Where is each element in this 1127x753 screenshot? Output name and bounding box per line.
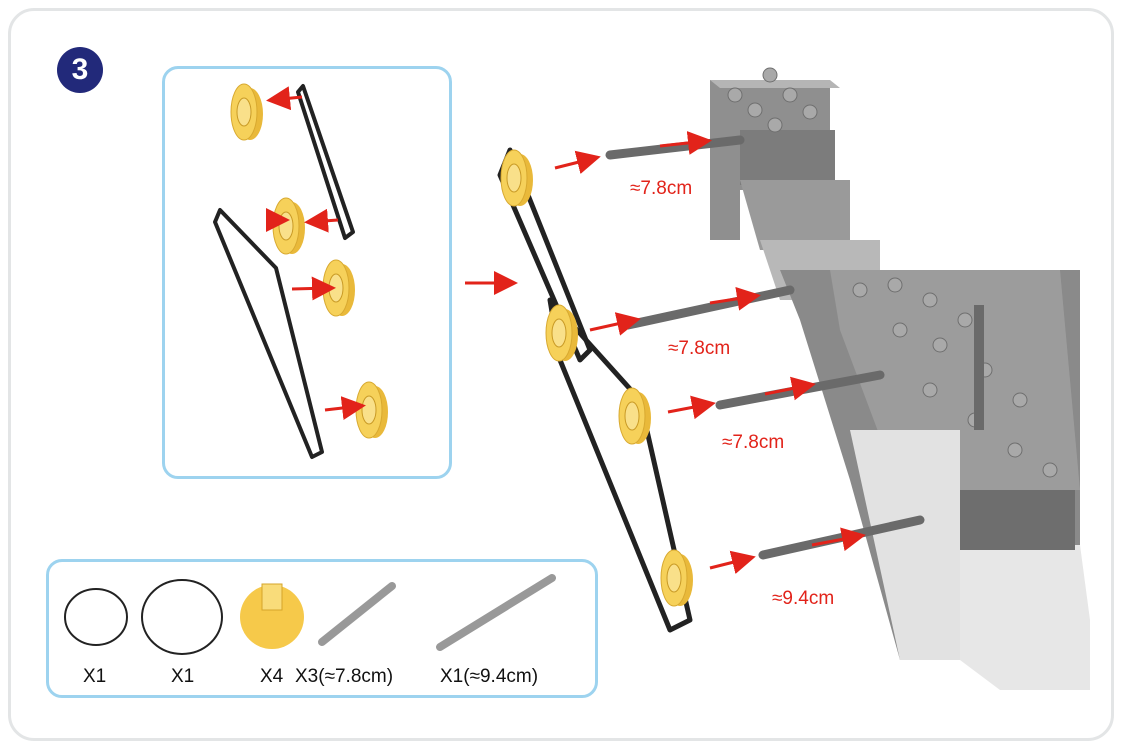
long-axle-icon [436,574,556,651]
inset-pulley-icon [272,197,306,255]
measurement-label: ≈9.4cm [772,588,834,609]
pulley-icon [240,583,304,649]
large-belt-icon [141,579,223,655]
pulley-icon [660,549,694,607]
inset-arrows [266,86,366,420]
brick-assembly [710,67,1090,690]
inset-pulley-icon [355,381,389,439]
inset-belt-small [296,84,355,240]
part-quantity: X1 [171,666,194,687]
pulley-icon [500,149,534,207]
axle-arrows [554,131,866,575]
pulley-icon [618,387,652,445]
part-quantity: X3(≈7.8cm) [295,666,393,687]
page-frame [8,8,1114,741]
inset-pulley-icon [230,83,264,141]
measurement-label: ≈7.8cm [722,432,784,453]
subassembly-inset [162,66,452,479]
step-number-badge: 3 [57,47,103,93]
inset-belt-large [213,208,324,459]
measurement-label: ≈7.8cm [668,338,730,359]
part-quantity: X1(≈9.4cm) [440,666,538,687]
part-quantity: X4 [260,666,284,687]
short-axle-icon [318,582,396,646]
parts-list-box [46,559,598,698]
measurement-label: ≈7.8cm [630,178,692,199]
small-belt-icon [64,588,128,646]
part-quantity: X1 [83,666,106,687]
